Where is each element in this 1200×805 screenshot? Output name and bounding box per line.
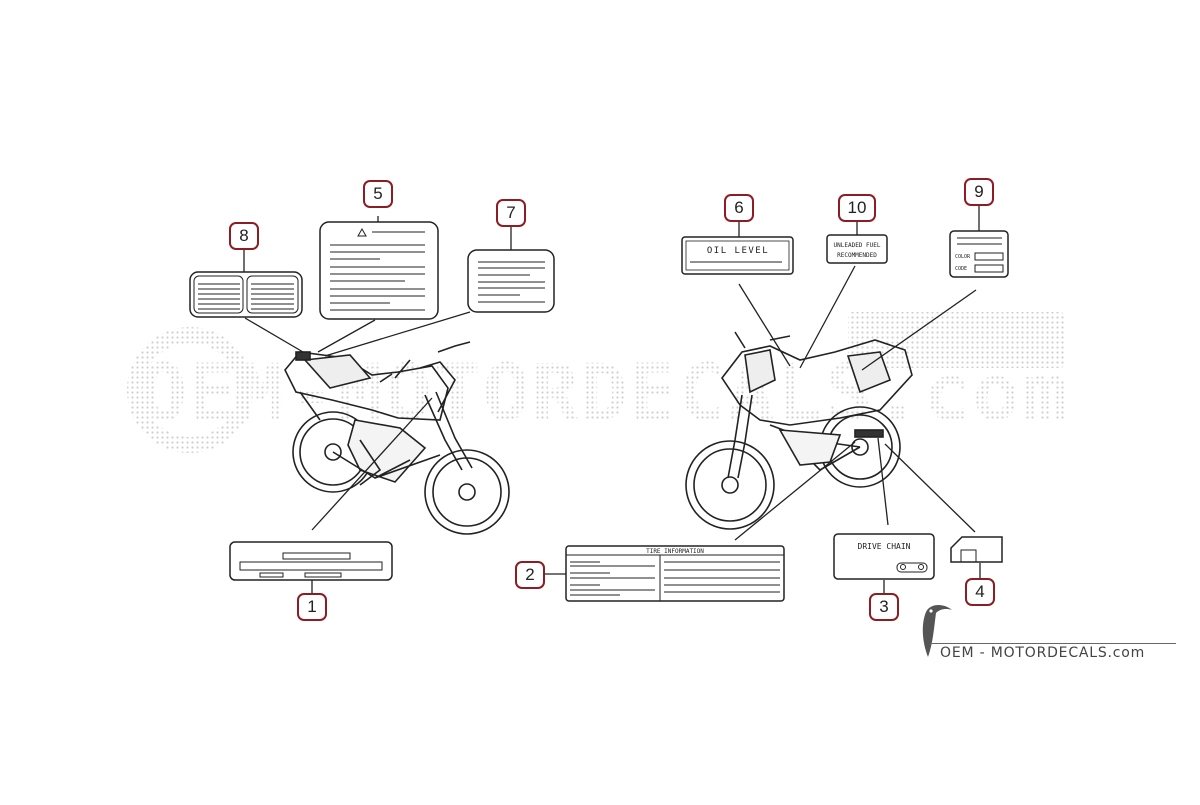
fuel-line1-text: UNLEADED FUEL [834,242,881,249]
color-label-text: COLOR [955,254,971,260]
callout-4: 4 [965,578,995,606]
brand-rule [930,643,1176,644]
decal-1 [229,541,393,581]
decal-7 [467,249,555,313]
callout-8: 8 [229,222,259,250]
decal-3: DRIVE CHAIN [833,533,935,580]
fuel-line2-text: RECOMMENDED [837,252,877,259]
decal-9: COLOR CODE [949,230,1009,278]
motorcycle-left [284,341,510,535]
callout-10: 10 [838,194,876,222]
decal-5 [319,221,439,320]
motorcycle-right [685,331,913,530]
callout-1: 1 [297,593,327,621]
watermark: OEM-MOTORDECALS.com [127,312,1068,453]
decal-4 [950,536,1003,563]
decal-10: UNLEADED FUEL RECOMMENDED [826,234,888,264]
code-label-text: CODE [955,266,967,272]
callout-5: 5 [363,180,393,208]
callout-3: 3 [869,593,899,621]
callout-7: 7 [496,199,526,227]
tire-info-text: TIRE INFORMATION [646,548,704,555]
oil-level-text: OIL LEVEL [707,246,769,256]
decal-8 [189,271,303,318]
leader-lines [243,205,981,595]
brand-text: OEM - MOTORDECALS.com [940,645,1146,661]
callout-2: 2 [515,561,545,589]
decal-2: TIRE INFORMATION [565,545,785,602]
callout-9: 9 [964,178,994,206]
drive-chain-text: DRIVE CHAIN [858,542,911,551]
decal-6: OIL LEVEL [681,236,794,275]
callout-6: 6 [724,194,754,222]
